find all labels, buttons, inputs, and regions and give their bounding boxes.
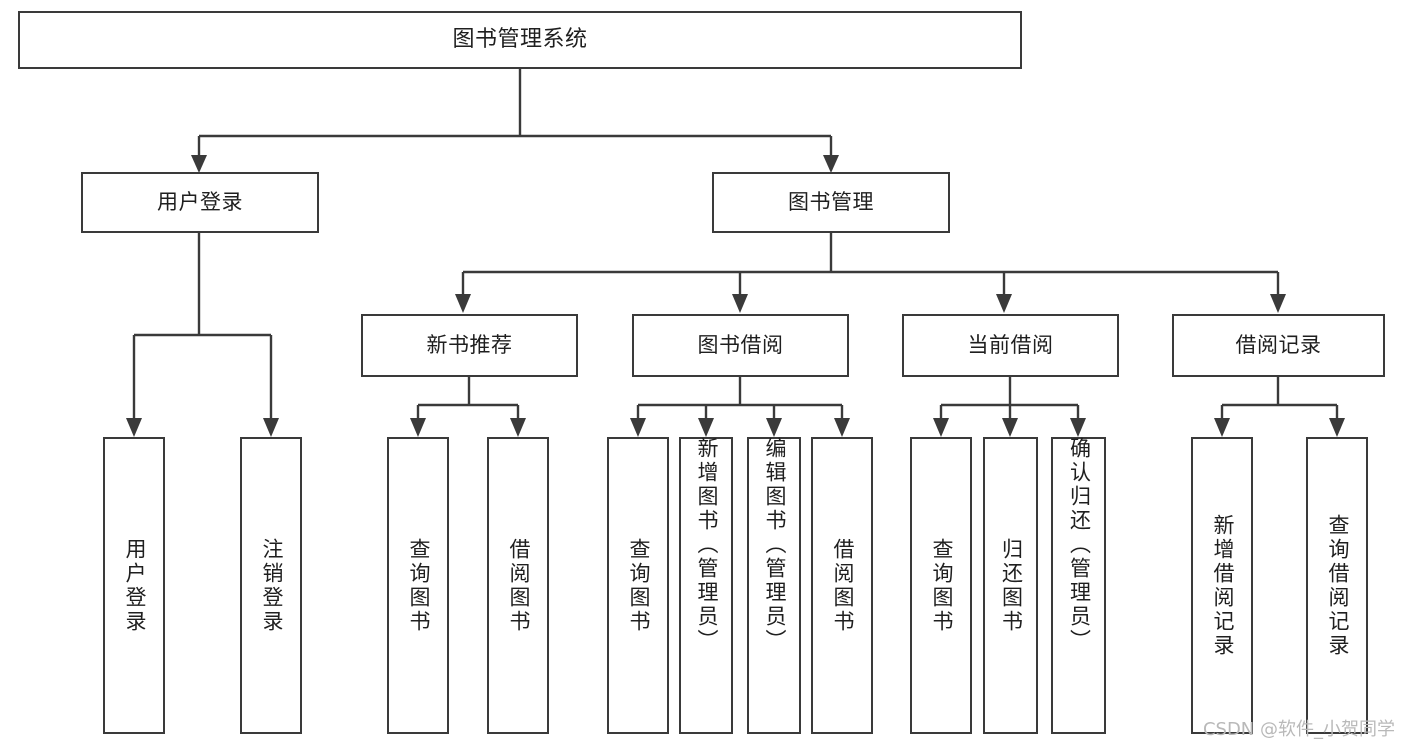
node-root-label: 图书管理系统 <box>452 27 588 53</box>
leaf-borrow-book-1-label: 借阅图书 <box>506 537 531 634</box>
arrow-user-login-to-login <box>126 418 142 437</box>
arrow-root-to-user-login <box>191 155 207 173</box>
node-user-login[interactable]: 用户登录 <box>81 172 319 233</box>
arrow-cb-leaf-3 <box>1070 418 1086 437</box>
leaf-query-book-3[interactable]: 查询图书 <box>910 437 972 734</box>
leaf-borrow-book-2-label: 借阅图书 <box>830 537 855 634</box>
node-new-book-recommend-label: 新书推荐 <box>426 332 513 357</box>
arrow-br-leaf-1 <box>1214 418 1230 437</box>
node-new-book-recommend[interactable]: 新书推荐 <box>361 314 578 377</box>
leaf-add-book[interactable]: 新增图书（管理员） <box>679 437 733 734</box>
leaf-add-book-label: 新增图书（管理员） <box>694 437 719 653</box>
leaf-query-record-label: 查询借阅记录 <box>1325 513 1350 658</box>
arrow-bb-leaf-2 <box>698 418 714 437</box>
node-root[interactable]: 图书管理系统 <box>18 11 1022 69</box>
leaf-login[interactable]: 用户登录 <box>103 437 165 734</box>
arrow-nbr-leaf-1 <box>410 418 426 437</box>
arrow-user-login-to-logout <box>263 418 279 437</box>
leaf-borrow-book-2[interactable]: 借阅图书 <box>811 437 873 734</box>
leaf-return-book-label: 归还图书 <box>999 537 1024 634</box>
leaf-confirm-return[interactable]: 确认归还（管理员） <box>1051 437 1106 734</box>
leaf-query-book-3-label: 查询图书 <box>929 537 954 634</box>
node-book-manage-label: 图书管理 <box>788 189 874 214</box>
arrow-cb-leaf-2 <box>1002 418 1018 437</box>
node-borrow-record[interactable]: 借阅记录 <box>1172 314 1385 377</box>
arrow-bb-leaf-1 <box>630 418 646 437</box>
leaf-login-label: 用户登录 <box>122 537 147 634</box>
node-book-borrow[interactable]: 图书借阅 <box>632 314 849 377</box>
leaf-borrow-book-1[interactable]: 借阅图书 <box>487 437 549 734</box>
node-book-manage[interactable]: 图书管理 <box>712 172 950 233</box>
leaf-query-book-1-label: 查询图书 <box>406 537 431 634</box>
node-borrow-record-label: 借阅记录 <box>1235 332 1322 357</box>
leaf-edit-book-label: 编辑图书（管理员） <box>762 437 787 653</box>
leaf-logout-label: 注销登录 <box>259 537 284 634</box>
leaf-return-book[interactable]: 归还图书 <box>983 437 1038 734</box>
node-current-borrow-label: 当前借阅 <box>967 332 1054 357</box>
leaf-confirm-return-label: 确认归还（管理员） <box>1067 437 1092 653</box>
leaf-add-record[interactable]: 新增借阅记录 <box>1191 437 1253 734</box>
watermark: CSDN @软件_小贺同学 <box>1202 719 1395 740</box>
arrow-bb-leaf-3 <box>766 418 782 437</box>
node-current-borrow[interactable]: 当前借阅 <box>902 314 1119 377</box>
node-book-borrow-label: 图书借阅 <box>697 332 784 357</box>
arrow-to-current-borrow <box>996 294 1012 313</box>
arrow-cb-leaf-1 <box>933 418 949 437</box>
leaf-query-book-2-label: 查询图书 <box>626 537 651 634</box>
node-user-login-label: 用户登录 <box>157 189 243 214</box>
leaf-query-book-2[interactable]: 查询图书 <box>607 437 669 734</box>
arrow-bb-leaf-4 <box>834 418 850 437</box>
leaf-add-record-label: 新增借阅记录 <box>1210 513 1235 658</box>
leaf-query-record[interactable]: 查询借阅记录 <box>1306 437 1368 734</box>
arrow-to-book-borrow <box>732 294 748 313</box>
arrow-br-leaf-2 <box>1329 418 1345 437</box>
arrow-to-borrow-record <box>1270 294 1286 313</box>
arrow-root-to-book-manage <box>823 155 839 173</box>
leaf-query-book-1[interactable]: 查询图书 <box>387 437 449 734</box>
leaf-logout[interactable]: 注销登录 <box>240 437 302 734</box>
arrow-to-new-book-recommend <box>455 294 471 313</box>
leaf-edit-book[interactable]: 编辑图书（管理员） <box>747 437 801 734</box>
arrow-nbr-leaf-2 <box>510 418 526 437</box>
